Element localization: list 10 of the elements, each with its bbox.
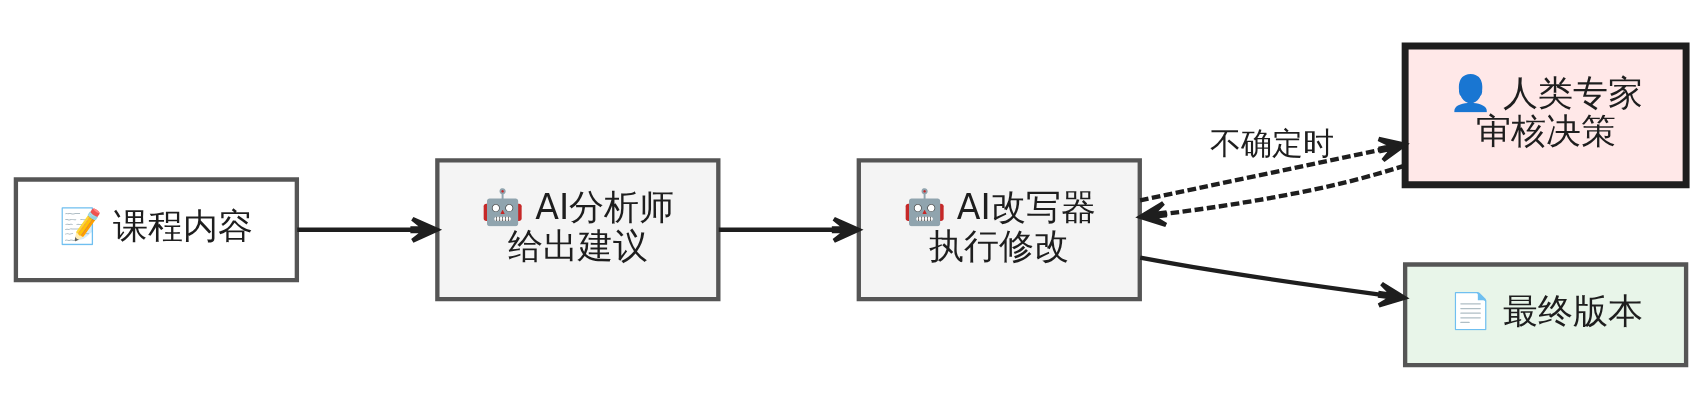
node-box: 🤖 AI改写器执行修改 (856, 157, 1142, 301)
arrow (1139, 254, 1407, 308)
edge-label: 不确定时 (1210, 124, 1335, 161)
node-box: 🤖 AI分析师给出建议 (435, 157, 721, 301)
node-box: 📄 最终版本 (1402, 261, 1689, 367)
arrow (297, 216, 439, 243)
arrow (718, 216, 861, 243)
node-box: 👤 人类专家审核决策 (1401, 41, 1690, 188)
node-box: 📝 课程内容 (13, 176, 300, 282)
arrow (1139, 136, 1407, 203)
